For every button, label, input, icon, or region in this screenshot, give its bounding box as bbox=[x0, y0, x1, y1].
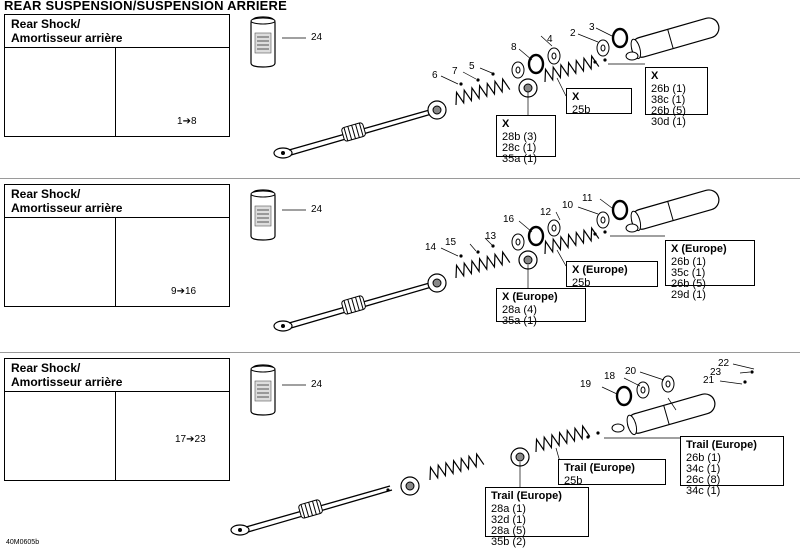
callout-2: 2 bbox=[570, 28, 576, 39]
callout-6: 6 bbox=[432, 70, 438, 81]
callout-box-title: Trail (Europe) bbox=[491, 490, 562, 502]
callout-24: 24 bbox=[311, 379, 323, 390]
callout-21: 21 bbox=[703, 375, 715, 386]
box-divider bbox=[115, 218, 116, 306]
callout-19: 19 bbox=[580, 379, 592, 390]
callout-box-line: 26b (1) bbox=[671, 256, 706, 268]
section-divider bbox=[0, 352, 800, 353]
box-divider bbox=[115, 392, 116, 480]
callout-box-mid: Trail (Europe) 25b bbox=[558, 459, 666, 487]
callout-box-line: 28c (1) bbox=[502, 142, 537, 154]
range-start: 17 bbox=[175, 434, 187, 445]
callout-box-line: 32d (1) bbox=[491, 514, 526, 526]
callout-box-line: 28a (4) bbox=[502, 304, 537, 316]
callout-box-line: 28a (1) bbox=[491, 503, 526, 515]
callout-box-lower: Trail (Europe) 28a (1) 32d (1) 28a (5) 3… bbox=[485, 487, 589, 548]
callout-box-mid: X (Europe) 25b bbox=[566, 261, 658, 289]
range-start: 9 bbox=[171, 286, 177, 297]
callout-23: 23 bbox=[710, 367, 722, 378]
callout-box-line: 28b (3) bbox=[502, 131, 537, 143]
page-title: REAR SUSPENSION/SUSPENSION ARRIERE bbox=[4, 0, 287, 13]
callout-box-upper: X (Europe) 26b (1) 35c (1) 26b (5) 29d (… bbox=[665, 240, 755, 301]
callout-box-upper: X 26b (1) 38c (1) 26b (5) 30d (1) bbox=[645, 67, 708, 128]
callout-7: 7 bbox=[452, 66, 458, 77]
callout-16: 16 bbox=[503, 214, 515, 225]
heading-line2: Amortisseur arrière bbox=[11, 375, 123, 389]
callout-11: 11 bbox=[582, 193, 593, 204]
callout-22: 22 bbox=[718, 358, 730, 369]
callout-box-line: 35b (2) bbox=[491, 536, 526, 548]
callout-box-title: X (Europe) bbox=[572, 264, 628, 276]
callout-5: 5 bbox=[469, 61, 475, 72]
heading-line1: Rear Shock/ bbox=[11, 187, 81, 201]
callout-box-line: 38c (1) bbox=[651, 94, 686, 106]
callout-box-title: X bbox=[651, 70, 659, 82]
part-range: 9➔16 bbox=[171, 286, 197, 297]
callout-box-title: Trail (Europe) bbox=[564, 462, 635, 474]
callout-4: 4 bbox=[547, 34, 553, 45]
heading-line1: Rear Shock/ bbox=[11, 17, 81, 31]
callout-box-title: X (Europe) bbox=[671, 243, 727, 255]
callout-12: 12 bbox=[540, 207, 552, 218]
callout-box-line: 26b (5) bbox=[671, 278, 706, 290]
callout-box-line: 26b (1) bbox=[686, 452, 721, 464]
range-end: 16 bbox=[184, 286, 197, 297]
callout-box-line: 34c (1) bbox=[686, 463, 721, 475]
callout-box-title: X (Europe) bbox=[502, 291, 558, 303]
callout-3: 3 bbox=[589, 22, 595, 33]
callout-box-upper: Trail (Europe) 26b (1) 34c (1) 26c (8) 3… bbox=[680, 436, 784, 497]
part-range: 17➔23 bbox=[175, 434, 206, 445]
callout-box-line: 29d (1) bbox=[671, 289, 706, 301]
part-range: 1➔8 bbox=[177, 116, 197, 127]
callout-box-line: 26b (5) bbox=[651, 105, 686, 117]
callout-box-line: 25b bbox=[564, 475, 583, 487]
section-2-header-box: Rear Shock/ Amortisseur arrière 9➔16 bbox=[4, 184, 230, 307]
range-end: 8 bbox=[190, 116, 197, 127]
callout-box-title: Trail (Europe) bbox=[686, 439, 757, 451]
range-end: 23 bbox=[194, 434, 206, 445]
callout-14: 14 bbox=[425, 242, 437, 253]
callout-18: 18 bbox=[604, 371, 616, 382]
callout-box-line: 25b bbox=[572, 277, 591, 289]
callout-box-line: 26c (8) bbox=[686, 474, 721, 486]
callout-8: 8 bbox=[511, 42, 517, 53]
range-start: 1 bbox=[177, 116, 183, 127]
heading-line2: Amortisseur arrière bbox=[11, 201, 123, 215]
callout-13: 13 bbox=[485, 231, 497, 242]
section-1-header-box: Rear Shock/ Amortisseur arrière 1➔8 bbox=[4, 14, 230, 137]
callout-box-line: 30d (1) bbox=[651, 116, 686, 128]
section-divider bbox=[0, 178, 800, 179]
figure-code: 40M0605b bbox=[6, 539, 40, 546]
callout-24: 24 bbox=[311, 32, 323, 43]
callout-box-mid: X 25b bbox=[566, 88, 632, 116]
section-3-header-box: Rear Shock/ Amortisseur arrière 17➔23 bbox=[4, 358, 230, 481]
callout-box-title: X bbox=[502, 118, 510, 130]
callout-box-line: 26b (1) bbox=[651, 83, 686, 95]
callout-box-line: 35c (1) bbox=[671, 267, 706, 279]
callout-box-title: X bbox=[572, 91, 580, 103]
callout-10: 10 bbox=[562, 200, 574, 211]
callout-15: 15 bbox=[445, 237, 457, 248]
callout-box-line: 35a (1) bbox=[502, 153, 537, 165]
callout-box-line: 25b bbox=[572, 104, 591, 116]
callout-20: 20 bbox=[625, 366, 637, 377]
callout-box-line: 28a (5) bbox=[491, 525, 526, 537]
callout-box-line: 34c (1) bbox=[686, 485, 721, 497]
heading-line2: Amortisseur arrière bbox=[11, 31, 123, 45]
callout-box-line: 35a (1) bbox=[502, 315, 537, 327]
box-divider bbox=[115, 48, 116, 136]
callout-box-lower: X (Europe) 28a (4) 35a (1) bbox=[496, 288, 586, 327]
callout-24: 24 bbox=[311, 204, 323, 215]
callout-box-lower: X 28b (3) 28c (1) 35a (1) bbox=[496, 115, 556, 165]
heading-line1: Rear Shock/ bbox=[11, 361, 81, 375]
